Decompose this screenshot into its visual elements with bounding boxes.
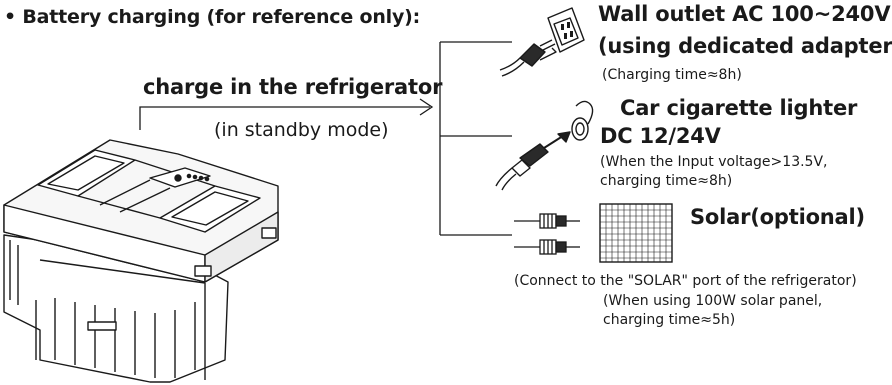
solar-note-2: (When using 100W solar panel, [603,293,823,309]
charge-location-title: charge in the refrigerator [143,75,443,99]
wall-outlet-subtitle: (using dedicated adapter) [598,34,892,58]
wall-outlet-plug-icon [499,7,585,77]
car-lighter-note-2: charging time≈8h) [600,173,733,189]
solar-title: Solar(optional) [690,205,865,229]
solar-panel-icon [599,203,673,263]
charge-mode-subtitle: (in standby mode) [214,119,389,141]
solar-note-1: (Connect to the "SOLAR" port of the refr… [514,273,857,289]
solar-note-3: charging time≈5h) [603,312,736,328]
section-heading: • Battery charging (for reference only): [4,6,421,28]
refrigerator-illustration [3,139,279,383]
connector-lines [139,41,512,236]
wall-outlet-note: (Charging time≈8h) [602,67,742,83]
car-lighter-note-1: (When the Input voltage>13.5V, [600,154,828,170]
solar-connector-icon [514,213,580,255]
car-lighter-plug-icon [495,100,594,191]
car-lighter-title: Car cigarette lighter [620,96,858,120]
car-lighter-voltage: DC 12/24V [600,124,721,148]
wall-outlet-title: Wall outlet AC 100~240V [598,2,891,26]
